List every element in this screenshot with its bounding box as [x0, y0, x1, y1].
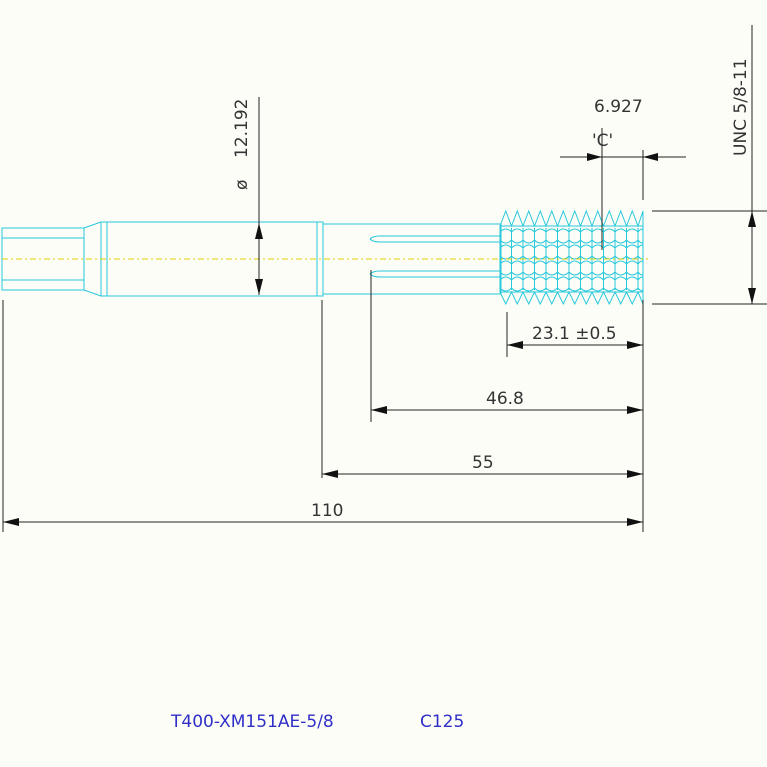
overall-length: 110: [311, 501, 343, 521]
thread-length-dimension: 23.1 ±0.5: [507, 324, 643, 349]
tap-body: [1, 209, 644, 306]
flute-lower: [369, 270, 500, 278]
flute-length-dimension: 46.8: [371, 389, 643, 414]
square-drive: [1, 227, 85, 291]
pitch-value: 6.927: [594, 97, 643, 117]
part-code: C125: [420, 712, 464, 732]
pitch-dimension: 6.927 'C': [560, 97, 686, 250]
overall-length-dimension: 110: [3, 501, 643, 526]
thread-spec: UNC 5/8-11: [731, 58, 751, 156]
thread-section: [499, 209, 644, 306]
neck-length: 55: [472, 453, 494, 473]
neck-length-dimension: 55: [322, 453, 643, 478]
part-number: T400-XM151AE-5/8: [170, 712, 334, 732]
c-label: 'C': [592, 131, 613, 151]
diameter-value: 12.192: [232, 99, 252, 158]
flute-length: 46.8: [486, 389, 524, 409]
thread-spec-dimension: UNC 5/8-11: [652, 25, 767, 305]
flute-upper: [369, 235, 500, 243]
diameter-dimension: ø 12.192: [232, 97, 263, 295]
diameter-symbol: ø: [232, 180, 252, 190]
thread-length: 23.1 ±0.5: [532, 324, 617, 344]
